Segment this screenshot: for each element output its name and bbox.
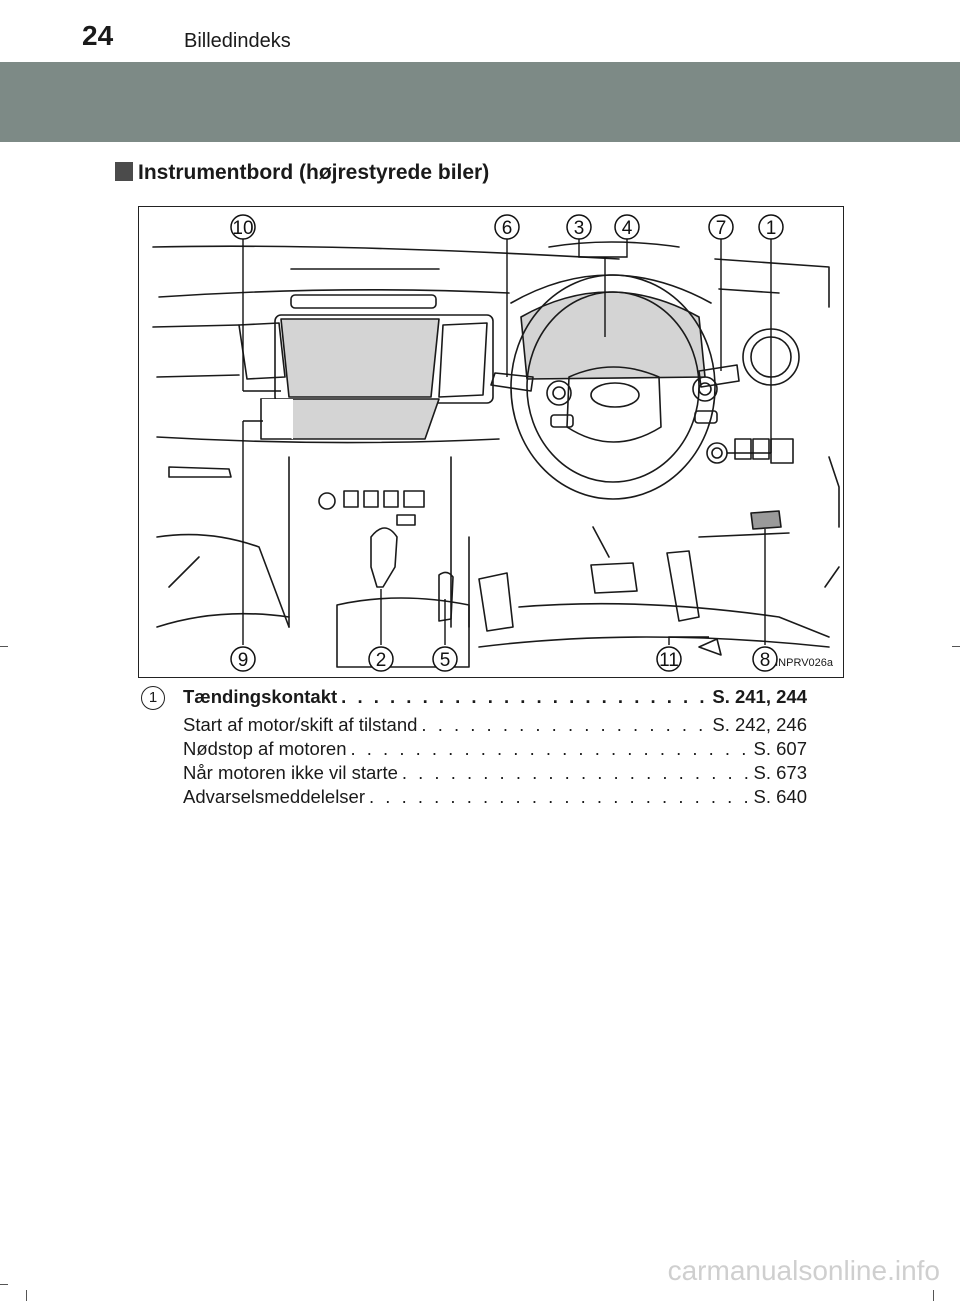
legend-entry: Nødstop af motoren S. 607 <box>183 738 807 762</box>
figure-code: INPRV026a <box>775 657 833 669</box>
header-band <box>0 62 960 142</box>
header-strip: 24 Billedindeks <box>0 0 960 60</box>
crop-mark <box>26 1290 27 1301</box>
dashboard-drawing: 10 6 3 4 7 1 9 2 5 11 8 <box>152 214 840 672</box>
legend-entry: Når motoren ikke vil starte S. 673 <box>183 762 807 786</box>
entry-page-link[interactable]: S. 241, 244 <box>712 686 807 707</box>
callout-bottom: 8 <box>760 650 771 671</box>
crop-mark <box>0 1284 8 1285</box>
leader-dots <box>402 762 750 784</box>
entry-label: Nødstop af motoren <box>183 738 347 759</box>
page-number: 24 <box>82 20 114 51</box>
entry-label: Advarselsmeddelelser <box>183 786 366 807</box>
leader-dots <box>369 786 749 808</box>
watermark: carmanualsonline.info <box>667 1255 940 1286</box>
crop-mark <box>952 646 960 647</box>
entry-page-link[interactable]: S. 607 <box>753 738 808 759</box>
callout-bottom: 11 <box>659 650 679 671</box>
entry-page-link[interactable]: S. 242, 246 <box>712 714 807 735</box>
leader-dots <box>351 738 750 760</box>
entry-label: Tændingskontakt <box>183 686 338 707</box>
callout-top: 7 <box>716 218 727 239</box>
legend-entry: Tændingskontakt S. 241, 244 <box>183 686 807 714</box>
callout-top: 10 <box>232 218 253 239</box>
legend-entry: Start af motor/skift af tilstand S. 242,… <box>183 714 807 738</box>
legend-badge: 1 <box>141 686 165 710</box>
callout-bottom: 5 <box>440 650 451 671</box>
callout-bottom: 2 <box>376 650 387 671</box>
callout-top: 3 <box>574 218 585 239</box>
legend-entries: Tændingskontakt S. 241, 244 Start af mot… <box>183 686 807 810</box>
leader-dots <box>341 686 708 708</box>
entry-label: Start af motor/skift af tilstand <box>183 714 418 735</box>
entry-page-link[interactable]: S. 673 <box>753 762 808 783</box>
dashboard-illustration: 10 6 3 4 7 1 9 2 5 11 8 INPRV026a <box>138 206 844 678</box>
legend-entry: Advarselsmeddelelser S. 640 <box>183 786 807 810</box>
crop-mark <box>0 646 8 647</box>
entry-page-link[interactable]: S. 640 <box>753 786 808 807</box>
crop-mark <box>933 1290 934 1301</box>
callout-top: 6 <box>502 218 513 239</box>
callout-top: 1 <box>766 218 777 239</box>
callout-bottom: 9 <box>238 650 249 671</box>
section-marker-icon <box>115 162 133 181</box>
callout-top: 4 <box>622 218 633 239</box>
section-title: Instrumentbord (højrestyrede biler) <box>138 161 490 184</box>
entry-label: Når motoren ikke vil starte <box>183 762 398 783</box>
running-head: Billedindeks <box>184 30 291 52</box>
leader-dots <box>421 714 708 736</box>
